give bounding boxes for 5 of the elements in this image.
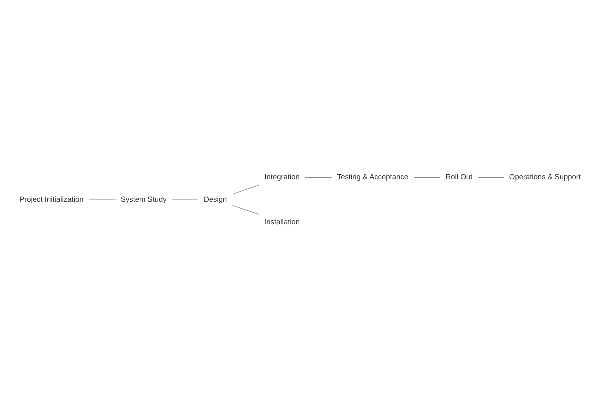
connector <box>304 177 332 178</box>
connector <box>478 177 505 178</box>
connector <box>414 177 441 178</box>
connector <box>232 205 260 215</box>
connector <box>232 184 260 195</box>
